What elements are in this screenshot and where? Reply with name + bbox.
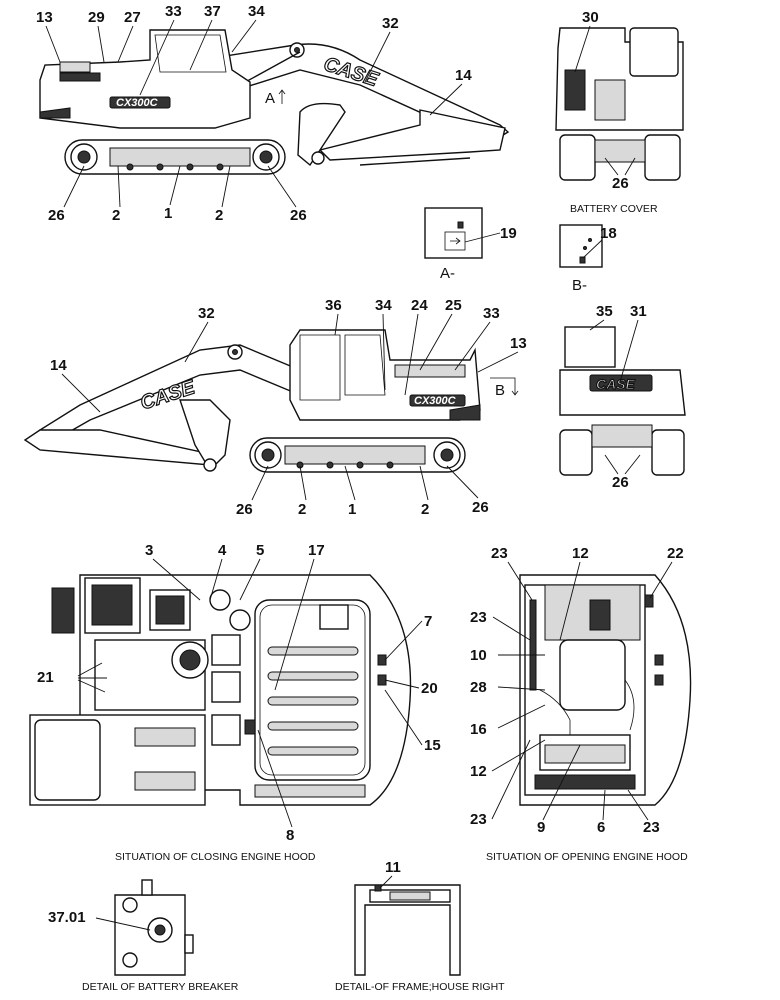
label-26-rear-top: 26 [612, 175, 629, 192]
label-26-left: 26 [48, 207, 65, 224]
closing-hood-view [29, 574, 412, 806]
label-23-right: 23 [643, 819, 660, 836]
label-19: 19 [500, 225, 517, 242]
caption-opening-hood: SITUATION OF OPENING ENGINE HOOD [486, 851, 688, 863]
label-2-left: 2 [112, 207, 120, 224]
label-23-left: 23 [470, 609, 487, 626]
label-12-top: 12 [572, 545, 589, 562]
caption-frame-house: DETAIL-OF FRAME;HOUSE RIGHT [335, 981, 505, 993]
label-18: 18 [600, 225, 617, 242]
label-2-right: 2 [215, 207, 223, 224]
caption-view-b: B- [572, 277, 587, 294]
label-7: 7 [424, 613, 432, 630]
label-20: 20 [421, 680, 438, 697]
label-27: 27 [124, 9, 141, 26]
label-26-right: 26 [290, 207, 307, 224]
label-35: 35 [596, 303, 613, 320]
label-2-mid-right: 2 [421, 501, 429, 518]
label-1: 1 [164, 205, 172, 222]
rear-view-top: 30 26 BATTERY COVER [555, 9, 684, 215]
label-25: 25 [445, 297, 462, 314]
caption-view-a: A- [440, 265, 455, 282]
frame-house-detail: 11 DETAIL-OF FRAME;HOUSE RIGHT [335, 859, 505, 993]
label-4: 4 [218, 542, 227, 559]
label-37-01: 37.01 [48, 909, 86, 926]
rear-view-mid: CASE 35 31 26 [559, 303, 686, 491]
label-29: 29 [88, 9, 105, 26]
label-34-mid: 34 [375, 297, 392, 314]
opening-hood-view [519, 574, 692, 806]
label-2-mid-left: 2 [298, 501, 306, 518]
label-26-rear-mid: 26 [612, 474, 629, 491]
label-1-mid: 1 [348, 501, 356, 518]
label-26-mid-left: 26 [236, 501, 253, 518]
closing-hood-labels: 3 4 5 17 7 21 20 15 8 SITUATION OF CLOSI… [37, 542, 441, 863]
mid-view-labels: 32 36 34 24 25 33 13 14 26 2 1 2 26 [50, 297, 527, 518]
excavator-mid-view: CASE CX300C B [23, 329, 519, 473]
label-31: 31 [630, 303, 647, 320]
label-13-mid: 13 [510, 335, 527, 352]
label-14: 14 [455, 67, 472, 84]
view-arrow-b: B [495, 382, 505, 399]
label-37: 37 [204, 3, 221, 20]
label-24: 24 [411, 297, 428, 314]
house-model-decal-mid: CX300C [414, 395, 457, 407]
label-32: 32 [382, 15, 399, 32]
house-model-decal-top: CX300C [116, 97, 159, 109]
label-33: 33 [165, 3, 182, 20]
label-3: 3 [145, 542, 153, 559]
caption-closing-hood: SITUATION OF CLOSING ENGINE HOOD [115, 851, 316, 863]
label-14-mid: 14 [50, 357, 67, 374]
label-23-bottom: 23 [470, 811, 487, 828]
label-12-bottom: 12 [470, 763, 487, 780]
label-17: 17 [308, 542, 325, 559]
label-8: 8 [286, 827, 294, 844]
view-arrow-a: A [265, 90, 275, 107]
label-15: 15 [424, 737, 441, 754]
label-16: 16 [470, 721, 487, 738]
label-6: 6 [597, 819, 605, 836]
label-36: 36 [325, 297, 342, 314]
caption-battery-cover: BATTERY COVER [570, 203, 658, 215]
label-11: 11 [385, 859, 401, 876]
label-5: 5 [256, 542, 264, 559]
label-28: 28 [470, 679, 487, 696]
rear-case-decal: CASE [596, 376, 636, 392]
label-22: 22 [667, 545, 684, 562]
label-23-top: 23 [491, 545, 508, 562]
caption-battery-breaker: DETAIL OF BATTERY BREAKER [82, 981, 239, 993]
label-33-mid: 33 [483, 305, 500, 322]
label-13: 13 [36, 9, 53, 26]
label-34: 34 [248, 3, 265, 20]
detail-a: 19 A- [424, 207, 517, 282]
opening-hood-labels: 23 12 22 23 10 28 16 12 23 9 6 23 SITUAT… [470, 545, 688, 863]
label-32-mid: 32 [198, 305, 215, 322]
label-10: 10 [470, 647, 487, 664]
label-30: 30 [582, 9, 599, 26]
label-26-mid-right: 26 [472, 499, 489, 516]
detail-b: 18 B- [559, 224, 617, 294]
top-view-labels: 13 29 27 33 37 34 32 14 26 2 1 2 26 [36, 3, 472, 224]
battery-breaker-detail: 37.01 DETAIL OF BATTERY BREAKER [48, 879, 239, 993]
excavator-top-view: CASE CX300C A [39, 29, 510, 175]
label-21: 21 [37, 669, 54, 686]
label-9: 9 [537, 819, 545, 836]
